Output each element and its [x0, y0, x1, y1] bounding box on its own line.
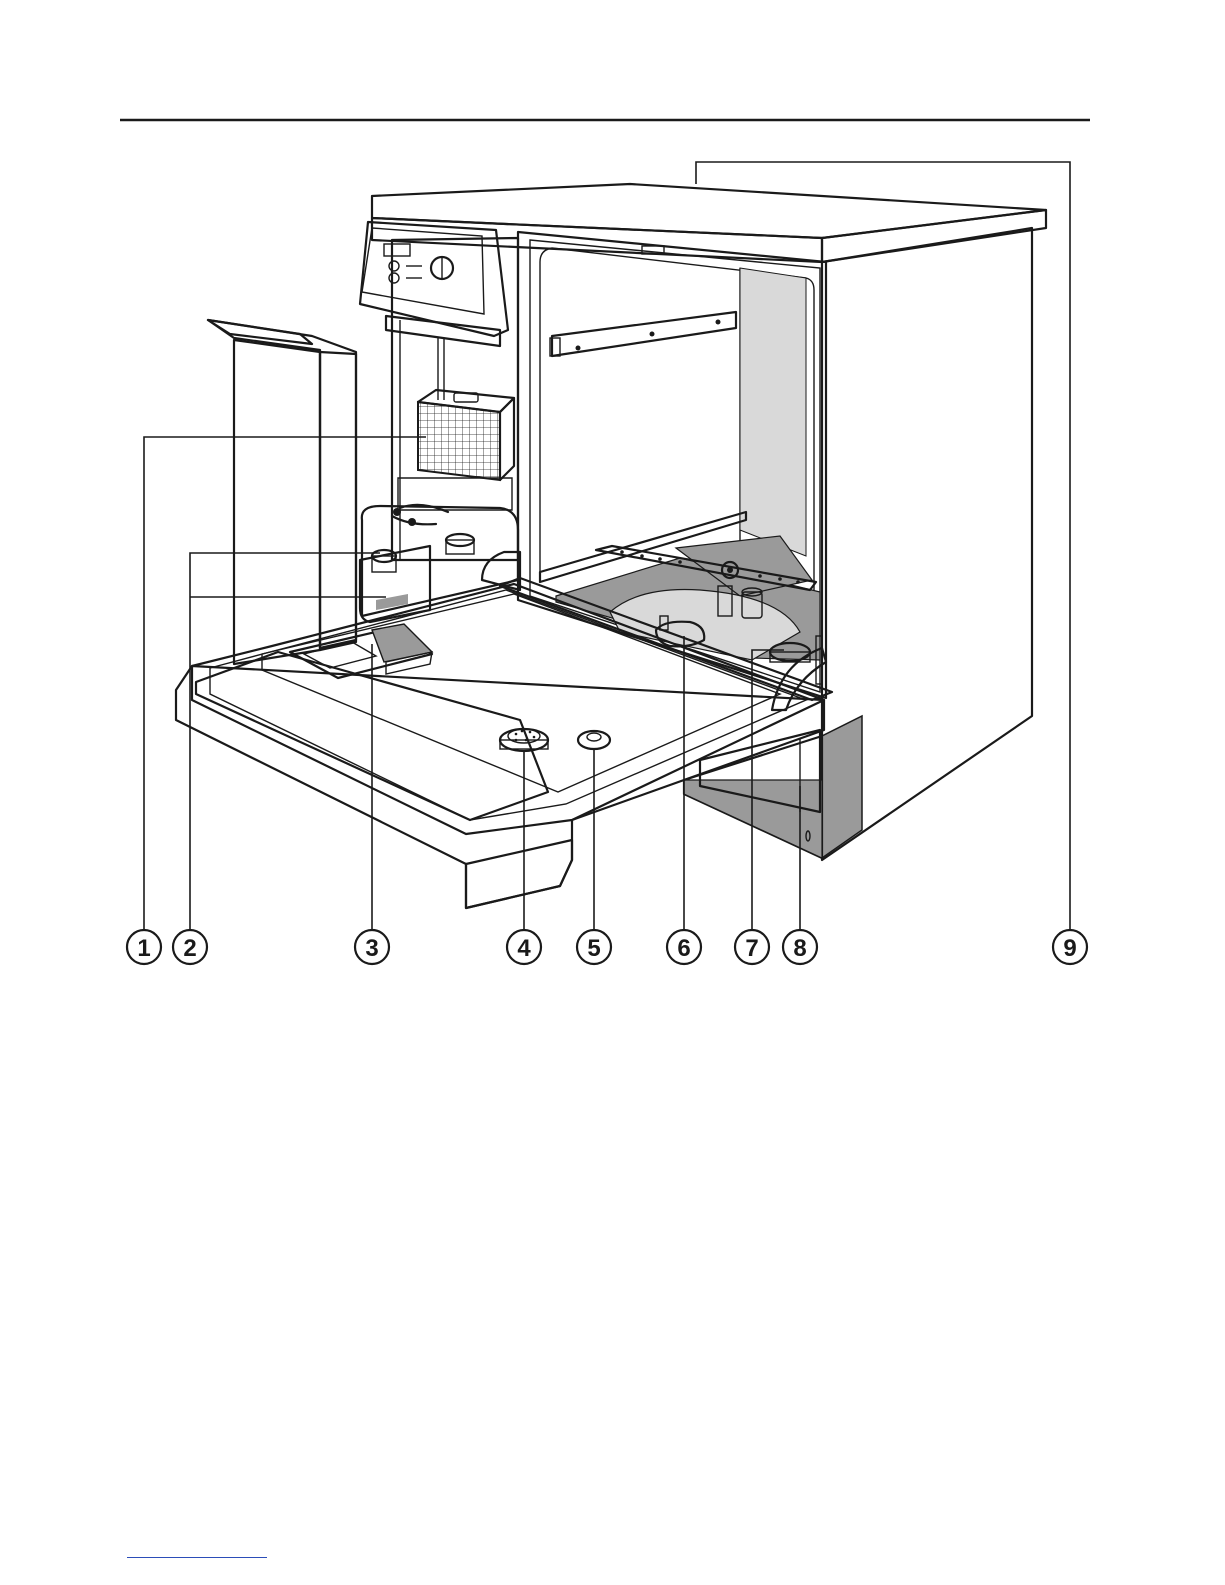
svg-text:1: 1	[137, 935, 150, 962]
callout-9: 9	[1053, 930, 1087, 964]
callout-5: 5	[577, 930, 611, 964]
callout-1: 1	[127, 930, 161, 964]
side-compartment	[392, 238, 518, 560]
svg-text:3: 3	[365, 935, 378, 962]
filter-basket	[418, 390, 514, 480]
callout-4: 4	[507, 930, 541, 964]
svg-text:2: 2	[183, 935, 196, 962]
callout-7: 7	[735, 930, 769, 964]
cabinet-side-panel	[822, 228, 1032, 860]
callout-leaders	[144, 162, 1070, 930]
svg-text:6: 6	[677, 935, 690, 962]
cabinet-door	[208, 320, 356, 664]
footer-rule	[127, 1557, 267, 1558]
callout-6: 6	[667, 930, 701, 964]
callout-3: 3	[355, 930, 389, 964]
callouts: 1 2 3 4 5 6 7 8	[127, 930, 1087, 964]
kickplate	[684, 730, 822, 858]
leader-1	[144, 437, 426, 930]
wash-cabinet	[518, 232, 826, 710]
svg-text:8: 8	[793, 935, 806, 962]
svg-text:4: 4	[517, 935, 531, 962]
indicator	[578, 731, 610, 749]
svg-text:9: 9	[1063, 935, 1076, 962]
callout-8: 8	[783, 930, 817, 964]
callout-2: 2	[173, 930, 207, 964]
svg-text:7: 7	[745, 935, 758, 962]
chemical-containers	[360, 505, 520, 622]
svg-text:5: 5	[587, 935, 600, 962]
